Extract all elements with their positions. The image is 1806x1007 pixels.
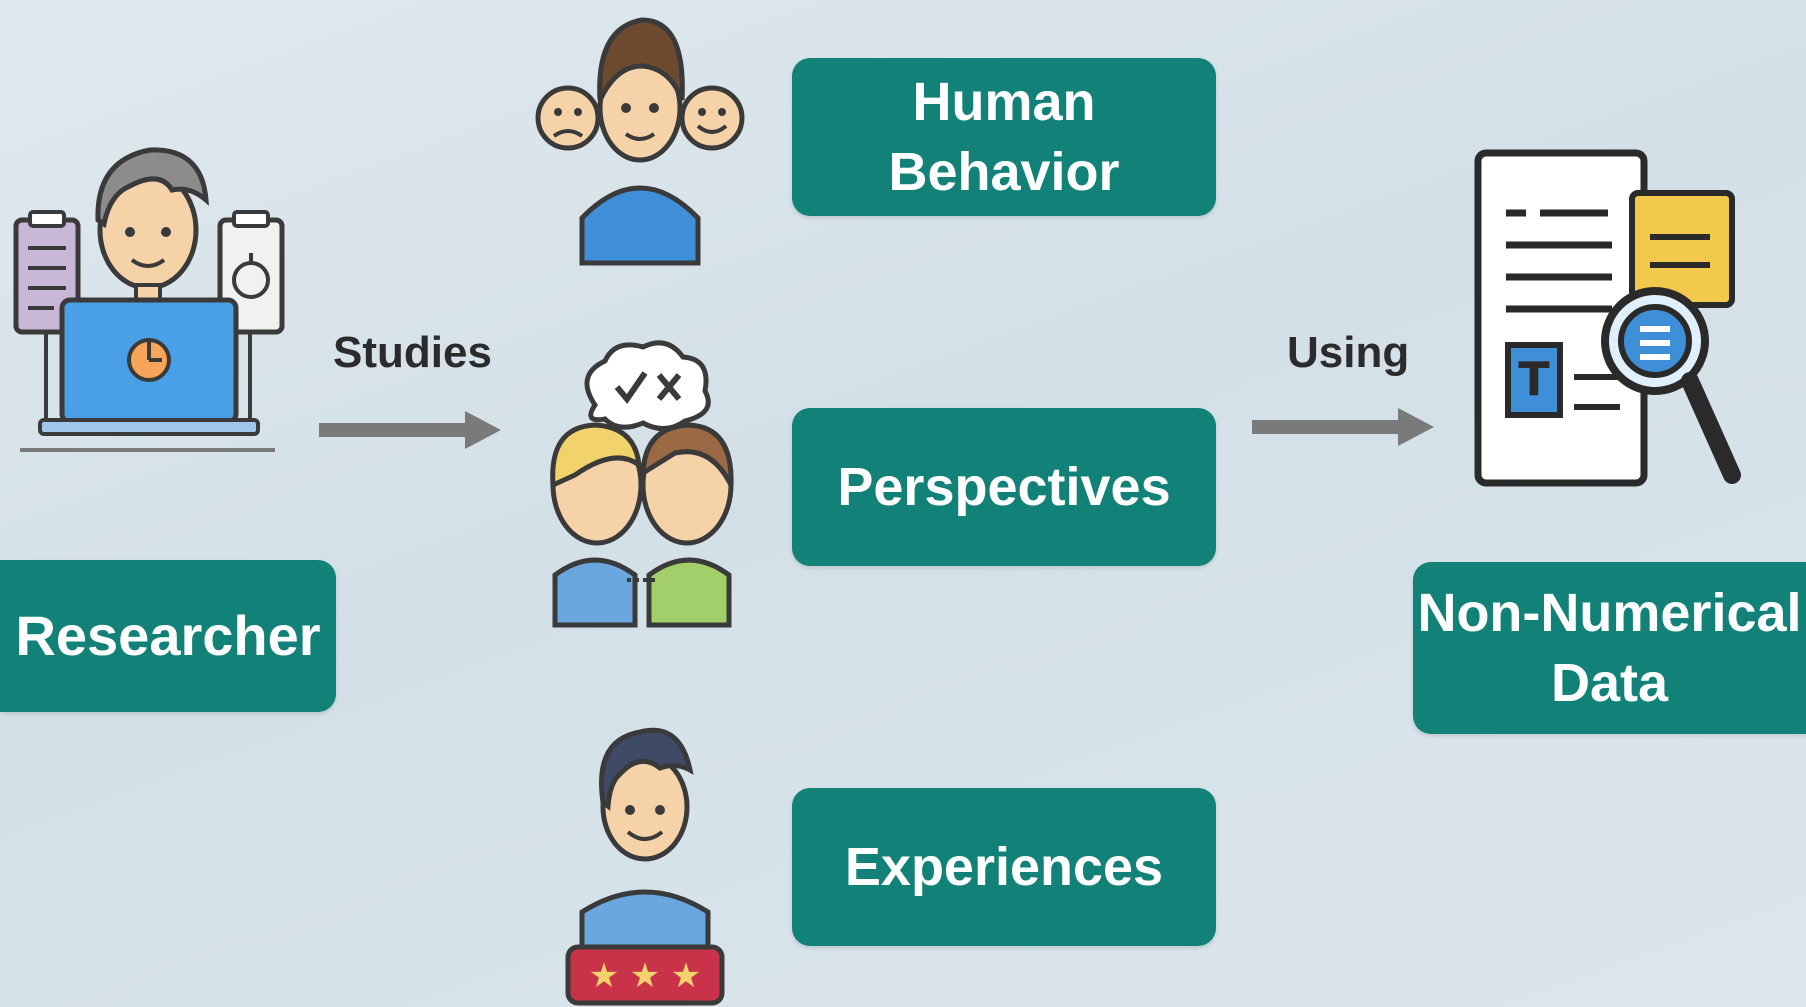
svg-text:★: ★: [589, 956, 619, 996]
output-label-line1: Non-Numerical: [1417, 582, 1802, 643]
human-behavior-node: Human Behavior: [792, 58, 1216, 216]
experiences-node: Experiences: [792, 788, 1216, 946]
svg-text:T: T: [1518, 352, 1550, 406]
non-numerical-data-node: Non-Numerical Data: [1413, 562, 1806, 734]
using-label: Using: [1287, 328, 1410, 377]
researcher-node: Researcher: [0, 560, 336, 712]
researcher-label: Researcher: [15, 603, 321, 667]
output-label-line2: Data: [1550, 653, 1669, 713]
studies-label: Studies: [333, 328, 492, 377]
studies-arrow: [319, 411, 501, 449]
experiences-label: Experiences: [844, 836, 1164, 897]
using-arrow: [1252, 408, 1434, 446]
researcher-laptop-icon: [13, 147, 285, 452]
document-magnifier-icon: T: [1474, 149, 1741, 487]
perspectives-node: Perspectives: [792, 408, 1216, 566]
svg-text:★: ★: [671, 956, 701, 996]
person-emotions-icon: [535, 17, 745, 266]
two-people-opinions-icon: [550, 340, 734, 628]
svg-text:★: ★: [630, 956, 660, 996]
person-rating-icon: ★ ★ ★: [565, 727, 725, 1006]
perspectives-label: Perspectives: [837, 456, 1171, 517]
human-behavior-label: Human Behavior: [888, 71, 1120, 202]
